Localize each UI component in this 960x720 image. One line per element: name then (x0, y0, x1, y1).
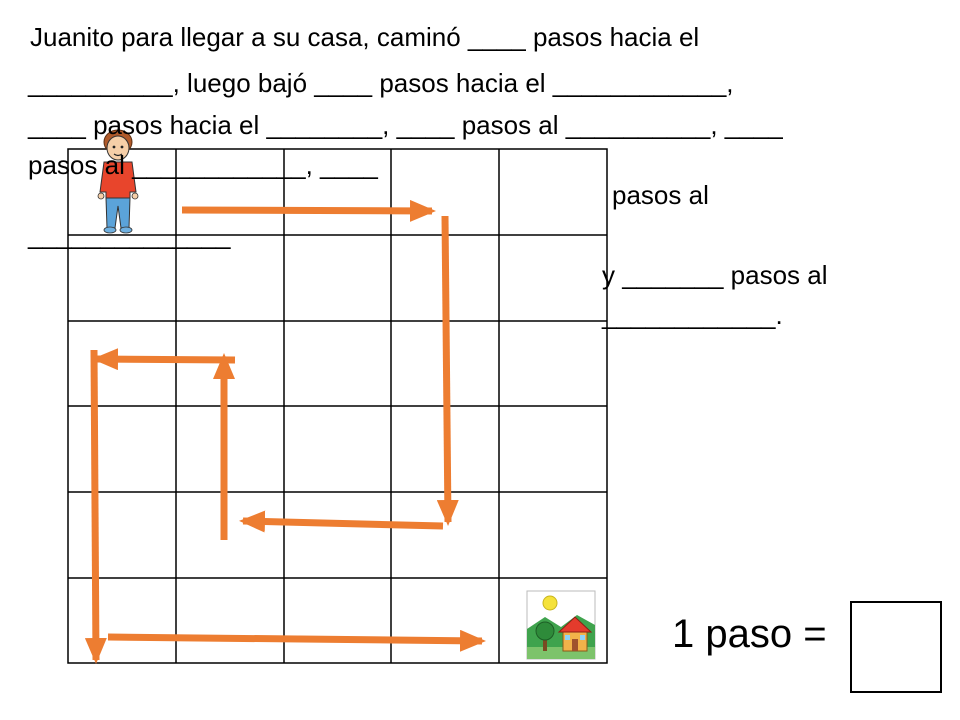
side-text-1: pasos al (612, 180, 709, 210)
side-text-3: ____________. (602, 300, 783, 330)
side-text-2: y _______ pasos al (602, 260, 828, 290)
step-answer-box[interactable] (850, 601, 942, 693)
arrow-left-middle (239, 510, 444, 533)
arrow-down-left (84, 349, 107, 664)
problem-line-2: __________, luego bajó ____ pasos hacia … (28, 68, 734, 98)
problem-line-1: Juanito para llegar a su casa, caminó __… (30, 22, 700, 52)
step-scale-label: 1 paso = (672, 612, 827, 656)
arrow-left-upper (92, 348, 236, 371)
arrow-right-top (181, 199, 436, 222)
problem-line-3: ____ pasos hacia el ________, ____ pasos… (28, 110, 783, 140)
boy-icon (97, 129, 139, 234)
grid (67, 148, 608, 664)
problem-line-4: pasos al ____________, ____ (28, 150, 378, 180)
problem-line-5: ______________ (28, 220, 231, 250)
arrow-right-bottom (107, 629, 486, 652)
arrow-down-right (436, 215, 459, 526)
house-icon (526, 590, 596, 660)
